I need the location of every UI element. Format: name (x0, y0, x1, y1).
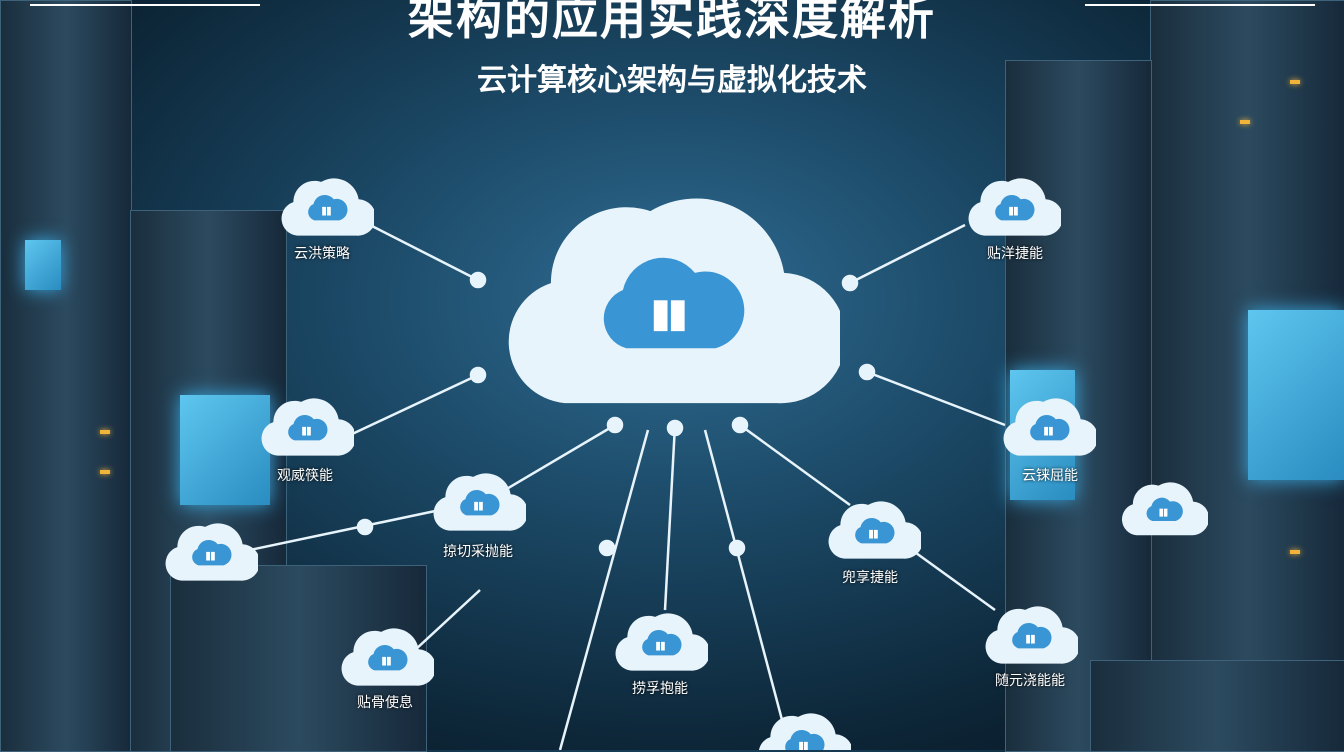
cloud-node-icon (165, 523, 258, 581)
title-rule-left (30, 4, 260, 6)
central-cloud-icon (508, 198, 840, 404)
connector-lines (249, 223, 1006, 750)
cloud-node-icon (341, 628, 434, 686)
cloud-node-icon (615, 613, 708, 671)
page-subtitle: 云计算核心架构与虚拟化技术 (477, 63, 867, 98)
cloud-node-icon (1003, 398, 1096, 456)
monitor-right (1248, 310, 1344, 480)
cloud-node-icon (281, 178, 374, 236)
status-led (1240, 120, 1250, 124)
monitor-left (180, 395, 270, 505)
cloud-node-icon (828, 501, 921, 559)
node-label: 贴骨使息 (357, 695, 413, 711)
monitor-left-small (25, 240, 61, 290)
node-label: 兜享捷能 (842, 570, 898, 586)
desk-right (1090, 660, 1344, 752)
node-label: 云洪策略 (294, 246, 350, 262)
cloud-node-icon (758, 713, 851, 750)
cloud-node-icon (1121, 482, 1208, 536)
page-title: 架构的应用实践深度解析 (408, 0, 936, 45)
node-label: 随元浇能能 (995, 673, 1065, 689)
status-led (100, 430, 110, 434)
status-led (1290, 80, 1300, 84)
node-label: 云铼屈能 (1022, 468, 1078, 484)
node-label: 捞孚抱能 (632, 681, 688, 697)
cloud-node-icon (433, 473, 526, 531)
cloud-node-icon (968, 178, 1061, 236)
node-label: 掠切采抛能 (443, 544, 513, 560)
node-label: 观威筷能 (277, 468, 333, 484)
cloud-node-icon (985, 606, 1078, 664)
title-rule-right (1085, 4, 1315, 6)
status-led (1290, 550, 1300, 554)
node-label: 贴洋捷能 (987, 246, 1043, 262)
status-led (100, 470, 110, 474)
server-rack-left (0, 0, 132, 752)
cloud-node-icon (261, 398, 354, 456)
